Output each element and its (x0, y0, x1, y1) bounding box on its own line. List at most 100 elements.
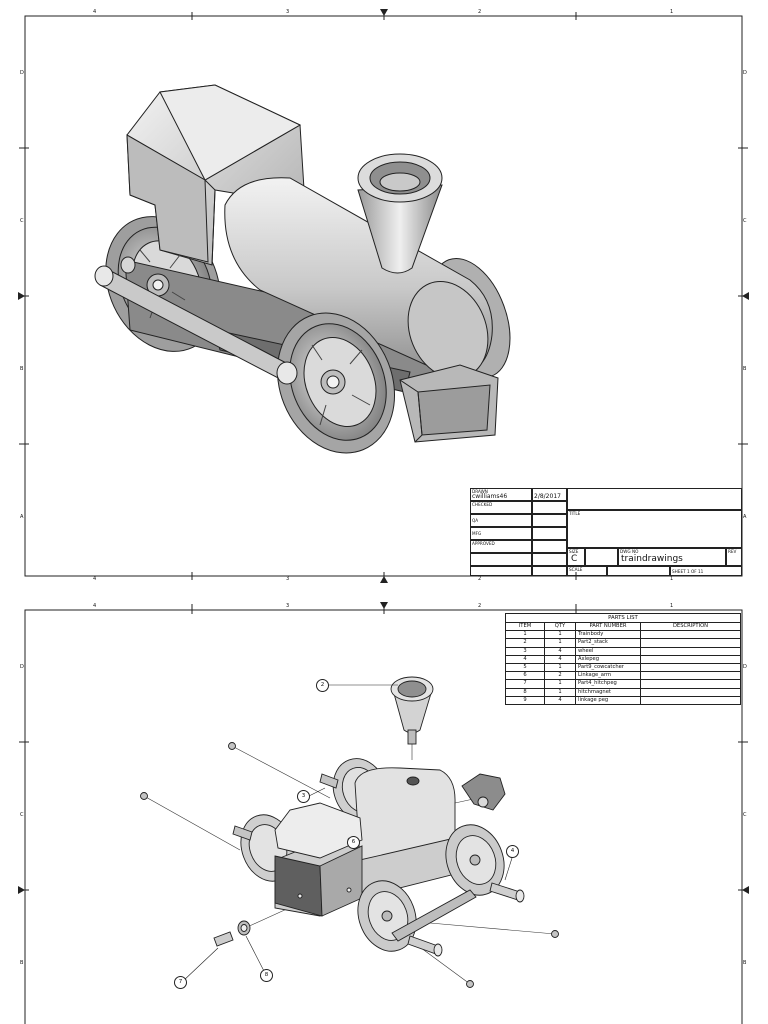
zone-label: 3 (286, 603, 290, 609)
description-cell (640, 630, 741, 640)
blank-cell (532, 553, 567, 566)
item-cell: 1 (505, 630, 545, 640)
scale-label: SCALE (569, 567, 583, 572)
description-cell (640, 687, 741, 697)
checked-cell: CHECKED (470, 501, 532, 514)
part-number-cell: Linkage_arm (575, 671, 641, 681)
blank-cell (567, 488, 742, 510)
title-block: DRAWN cwilliams46 2/8/2017 CHECKED QA MF… (470, 488, 742, 576)
zone-label: 3 (286, 9, 290, 15)
blank-cell (532, 566, 567, 576)
drawing-sheet-1: 4 3 2 1 4 3 2 1 D C B A D C B A DRAWN cw… (18, 9, 749, 583)
part-number-cell: Part9_cowcatcher (575, 662, 641, 673)
part-number-cell: hitchmagnet (575, 687, 641, 697)
zone-label: 1 (670, 603, 674, 609)
part-number-cell: linkage peg (575, 695, 641, 705)
sheet1-frame (18, 9, 749, 583)
rev-label: REV (728, 549, 737, 554)
balloon-8: 8 (260, 969, 273, 982)
qty-cell: 1 (544, 662, 576, 673)
balloon-4: 4 (506, 845, 519, 858)
description-cell (640, 695, 741, 705)
size-cell: SIZE C (567, 548, 585, 566)
qty-cell: 4 (544, 695, 576, 705)
dwg-no-label: DWG NO (620, 549, 639, 554)
description-cell (640, 671, 741, 681)
blank-cell (532, 540, 567, 553)
zone-label: A (20, 514, 24, 520)
drawn-by: cwilliams46 (472, 493, 508, 500)
part-number-cell: Trainbody (575, 630, 641, 640)
drawn-label: DRAWN (472, 489, 488, 494)
qty-cell: 1 (544, 687, 576, 697)
item-cell: 7 (505, 679, 545, 689)
title-cell: TITLE (567, 510, 742, 548)
qty-cell: 1 (544, 638, 576, 648)
col-header-item: ITEM (505, 621, 545, 632)
drawn-date-cell: 2/8/2017 (532, 488, 567, 501)
zone-label: C (743, 218, 747, 224)
description-cell (640, 646, 741, 656)
zone-label: 3 (286, 576, 290, 582)
dwg-no-cell: DWG NO traindrawings (618, 548, 726, 566)
item-cell: 2 (505, 638, 545, 648)
zone-label: 2 (478, 603, 482, 609)
zone-label: D (20, 70, 24, 76)
item-cell: 4 (505, 654, 545, 664)
qty-cell: 4 (544, 646, 576, 656)
zone-label: 4 (93, 576, 97, 582)
drawn-date: 2/8/2017 (534, 493, 561, 500)
exploded-assembly-view (140, 676, 559, 988)
balloon-6: 6 (347, 836, 360, 849)
zone-label: 2 (478, 9, 482, 15)
parts-list-title: PARTS LIST (505, 613, 741, 622)
col-header-qty: QTY (544, 621, 576, 632)
part-number-cell: wheel (575, 646, 641, 656)
blank-cell (532, 501, 567, 514)
col-header-description: DESCRIPTION (640, 621, 741, 632)
dwg-no-value: traindrawings (621, 554, 683, 564)
zone-label: B (743, 960, 747, 966)
description-cell (640, 638, 741, 648)
part-number-cell: Axlepeg (575, 654, 641, 664)
description-cell (640, 679, 741, 689)
item-cell: 6 (505, 671, 545, 681)
zone-label: 1 (670, 9, 674, 15)
sheet-info-cell: SHEET 1 OF 11 (670, 566, 742, 576)
blank-cell (585, 548, 618, 566)
part-number-cell: Part4_hitchpeg (575, 679, 641, 689)
parts-list-table: PARTS LIST ITEM QTY PART NUMBER DESCRIPT… (505, 613, 741, 705)
qty-cell: 1 (544, 630, 576, 640)
zone-label: D (743, 70, 747, 76)
balloon-2: 2 (316, 679, 329, 692)
zone-label: B (20, 366, 24, 372)
zone-label: B (20, 960, 24, 966)
zone-label: C (20, 218, 24, 224)
drawing-sheet-2: 2 3 4 6 7 8 4 3 2 1 D C B D C B (0, 598, 768, 1024)
part-number-cell: Part2_stack (575, 638, 641, 648)
zone-label: B (743, 366, 747, 372)
title-label: TITLE (569, 511, 581, 516)
sheet2-frame (18, 602, 749, 1024)
zone-label: C (743, 812, 747, 818)
zone-label: 2 (478, 576, 482, 582)
qa-label: QA (472, 518, 479, 523)
approved-label: APPROVED (472, 541, 495, 546)
qty-cell: 1 (544, 679, 576, 689)
rev-cell: REV (726, 548, 742, 566)
balloon-3: 3 (297, 790, 310, 803)
train-isometric-view (94, 84, 511, 454)
zone-label: 1 (670, 576, 674, 582)
qty-cell: 2 (544, 671, 576, 681)
blank-cell (532, 514, 567, 527)
zone-label: D (20, 664, 24, 670)
